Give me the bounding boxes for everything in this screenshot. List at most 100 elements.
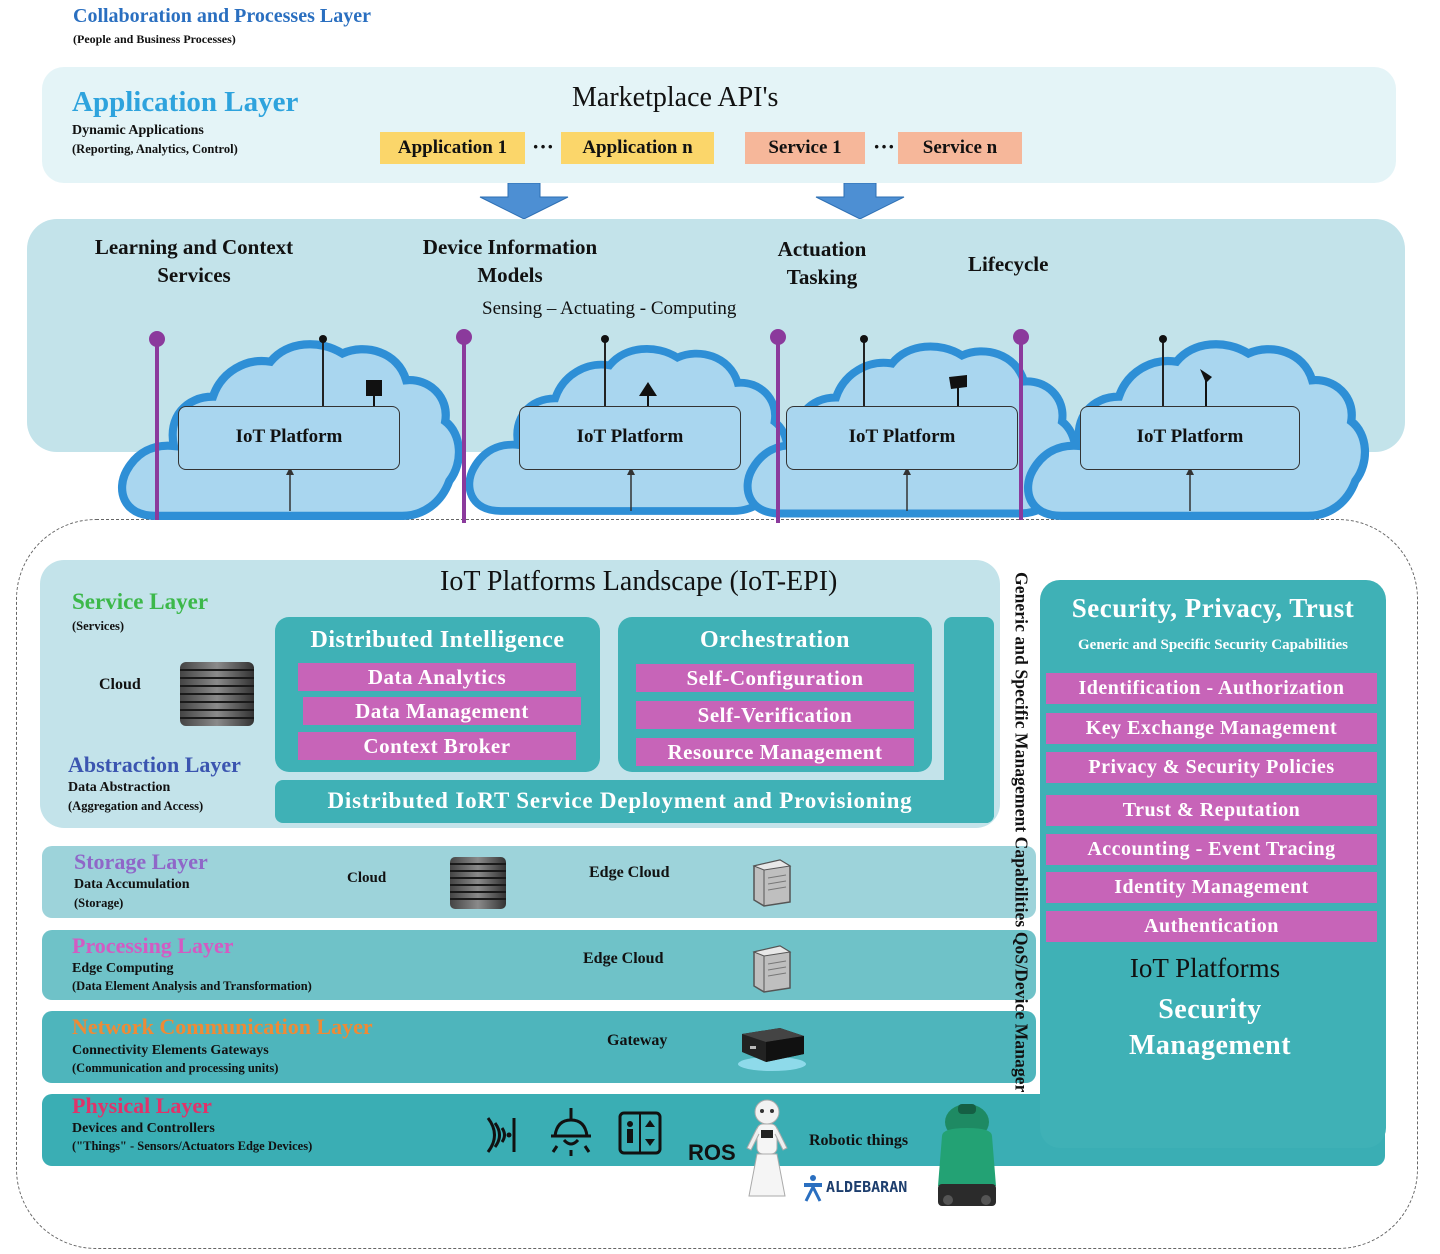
processing-edge-label: Edge Cloud (583, 950, 664, 967)
wireless-sensor-icon (486, 1117, 516, 1153)
security-title: Security, Privacy, Trust (1071, 593, 1355, 623)
aldebaran-logo-icon (804, 1175, 822, 1202)
service-layer-subtitle: (Services) (72, 619, 125, 633)
triangle-device-icon (639, 382, 657, 396)
orchestration-title: Orchestration (699, 627, 851, 653)
resource-management-item: Resource Management (636, 738, 914, 766)
pin-head-icon (456, 329, 472, 345)
actuation-line2: Tasking (786, 265, 858, 289)
processing-line1: Edge Computing (72, 961, 174, 976)
processing-layer-title: Processing Layer (72, 933, 234, 958)
actuation-line1: Actuation (777, 237, 867, 261)
landscape-frame (16, 519, 1418, 1249)
service-layer-title: Service Layer (72, 589, 209, 614)
security-mgmt-line1: Security (1158, 994, 1262, 1025)
robotic-things-label: Robotic things (809, 1132, 909, 1149)
gateway-device-icon (738, 1028, 806, 1071)
up-arrow-icon (1186, 467, 1194, 475)
ros-label: ROS (688, 1140, 736, 1165)
storage-line1: Data Accumulation (74, 877, 190, 892)
green-robot-icon (938, 1104, 996, 1206)
abstraction-line2: (Aggregation and Access) (68, 799, 204, 813)
application-layer-panel (42, 67, 1396, 183)
network-layer-title: Network Communication Layer (72, 1014, 373, 1039)
application-layer-line2: (Reporting, Analytics, Control) (72, 142, 238, 156)
edge-server-icon (752, 945, 792, 993)
device-info-label: Device Information Models (400, 233, 620, 289)
application-n-tag: Application n (561, 132, 714, 164)
security-item: Key Exchange Management (1046, 713, 1377, 744)
processing-layer-panel (42, 930, 1036, 1000)
pin-head-icon (770, 329, 786, 345)
security-platforms-label: IoT Platforms (1129, 953, 1281, 983)
device-line2: Models (477, 263, 543, 287)
security-item: Privacy & Security Policies (1046, 752, 1377, 783)
aldebaran-label: ALDEBARAN (826, 1178, 908, 1196)
marketplace-title: Marketplace API's (572, 82, 779, 113)
collab-subtitle: (People and Business Processes) (73, 32, 236, 46)
up-arrow-icon (286, 467, 294, 475)
elevator-icon (618, 1111, 662, 1155)
iot-platform-box: IoT Platform (519, 406, 741, 470)
up-arrow-icon (627, 467, 635, 475)
storage-edge-label: Edge Cloud (589, 864, 670, 881)
hook-device-icon (1200, 369, 1212, 383)
learning-line1: Learning and Context (94, 235, 294, 259)
self-verification-item: Self-Verification (636, 701, 914, 729)
square-device-icon (366, 380, 382, 396)
storage-layer-panel (42, 846, 1036, 918)
iot-platform-box: IoT Platform (178, 406, 400, 470)
security-item: Identity Management (1046, 872, 1377, 903)
iot-platform-box: IoT Platform (1080, 406, 1300, 470)
storage-layer-title: Storage Layer (74, 849, 208, 874)
learning-line2: Services (157, 263, 231, 287)
service-dots: ··· (873, 134, 896, 159)
landscape-title: IoT Platforms Landscape (IoT-EPI) (440, 566, 838, 597)
deployment-box (275, 780, 994, 823)
physical-line2: ("Things" - Sensors/Actuators Edge Devic… (72, 1139, 313, 1153)
lifecycle-label: Lifecycle (968, 252, 1049, 276)
learning-context-label: Learning and Context Services (74, 233, 314, 289)
antenna-dot (601, 335, 609, 343)
network-line2: (Communication and processing units) (72, 1061, 279, 1075)
security-item: Identification - Authorization (1046, 673, 1377, 704)
physical-layer-title: Physical Layer (72, 1093, 212, 1118)
server-rack-icon (180, 662, 254, 726)
actuation-label: Actuation Tasking (752, 235, 892, 291)
antenna-dot (1159, 335, 1167, 343)
application-layer-title: Application Layer (72, 86, 299, 118)
application-layer-line1: Dynamic Applications (72, 123, 204, 138)
iot-platform-box: IoT Platform (786, 406, 1018, 470)
down-arrow-icon (479, 183, 569, 220)
pin-head-icon (1013, 329, 1029, 345)
storage-cloud-label: Cloud (347, 870, 387, 886)
deployment-label: Distributed IoRT Service Deployment and … (327, 788, 913, 813)
collab-title: Collaboration and Processes Layer (73, 5, 371, 27)
security-mgmt-line2: Management (1128, 1030, 1292, 1061)
device-line1: Device Information (422, 235, 598, 259)
network-layer-panel (42, 1011, 1036, 1083)
security-subtitle: Generic and Specific Security Capabiliti… (1078, 637, 1348, 653)
pin-lines (149, 329, 1212, 523)
sensing-label: Sensing – Actuating - Computing (482, 298, 737, 319)
lamp-actuator-icon (551, 1108, 591, 1156)
abstraction-layer-title: Abstraction Layer (68, 752, 241, 777)
humanoid-robot-icon (746, 1099, 788, 1197)
security-item: Accounting - Event Tracing (1046, 834, 1377, 865)
management-capabilities-text: Generic and Specific Management Capabili… (1011, 572, 1032, 1093)
gateway-label: Gateway (607, 1032, 668, 1049)
network-line1: Connectivity Elements Gateways (72, 1043, 269, 1058)
down-arrow-icon (815, 183, 905, 220)
abstraction-line1: Data Abstraction (68, 780, 171, 795)
flag-device-icon (949, 375, 967, 389)
pin-head-icon (149, 331, 165, 347)
antenna-dot (319, 335, 327, 343)
service-cloud-label: Cloud (99, 676, 141, 693)
edge-server-icon (752, 859, 792, 907)
data-management-item: Data Management (303, 697, 581, 725)
up-arrow-icon (903, 467, 911, 475)
physical-line1: Devices and Controllers (72, 1121, 215, 1136)
app-dots: ··· (532, 134, 555, 159)
processing-line2: (Data Element Analysis and Transformatio… (72, 979, 312, 993)
application-1-tag: Application 1 (380, 132, 525, 164)
